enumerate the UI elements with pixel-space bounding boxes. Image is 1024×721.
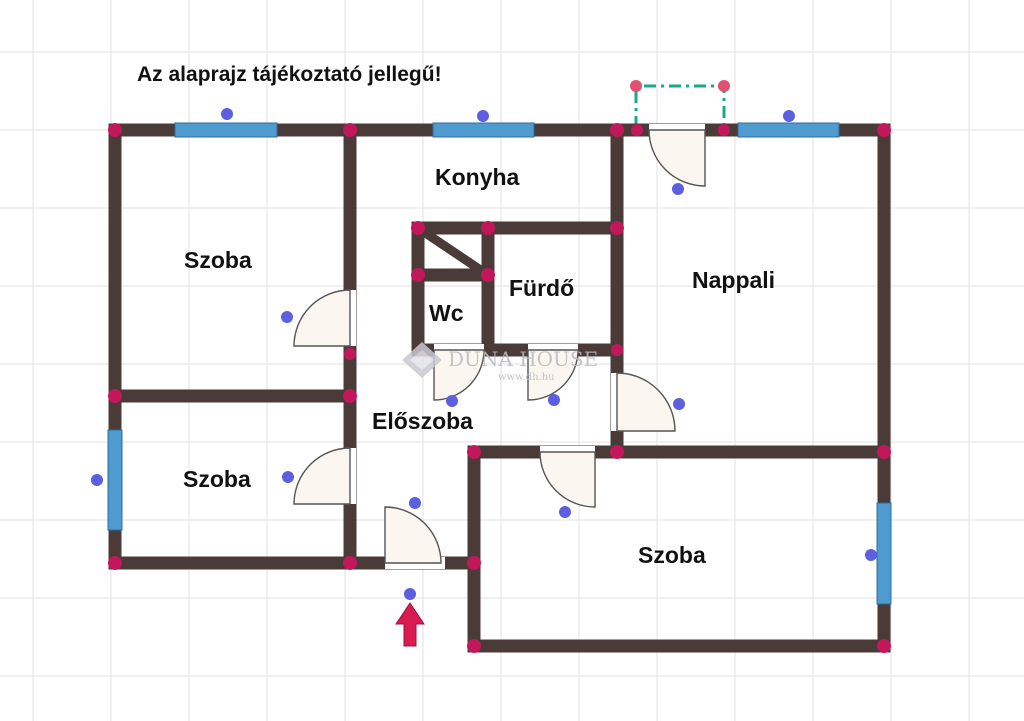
wall-node[interactable]: [610, 445, 624, 459]
room-label-szoba-top-left: Szoba: [184, 247, 252, 273]
room-label-furdo: Fürdő: [509, 275, 574, 301]
room-label-eloszoba: Előszoba: [372, 408, 473, 434]
door-swing[interactable]: [527, 349, 579, 401]
door-swing[interactable]: [293, 289, 351, 347]
plan-title: Az alaprajz tájékoztató jellegű!: [137, 63, 442, 86]
window-handle[interactable]: [783, 110, 795, 122]
window[interactable]: [737, 122, 840, 138]
wall-node[interactable]: [877, 639, 891, 653]
wall-node[interactable]: [877, 445, 891, 459]
balcony-node[interactable]: [718, 80, 730, 92]
window[interactable]: [107, 429, 123, 531]
balcony-node[interactable]: [630, 80, 642, 92]
door-swing[interactable]: [433, 349, 485, 401]
wall-node[interactable]: [877, 123, 891, 137]
wall-shaft-diagonal: [411, 221, 495, 282]
wall-node[interactable]: [467, 556, 481, 570]
door-swing[interactable]: [648, 129, 706, 187]
window-handle[interactable]: [865, 549, 877, 561]
wall-node[interactable]: [343, 123, 357, 137]
door-handle[interactable]: [282, 471, 294, 483]
windows: [107, 122, 892, 605]
wall-node[interactable]: [343, 389, 357, 403]
wall-nodes: [108, 123, 891, 653]
balcony-outline: [630, 80, 730, 128]
wall-node[interactable]: [344, 348, 356, 360]
door-handle[interactable]: [548, 394, 560, 406]
wall-node[interactable]: [610, 221, 624, 235]
entrance-arrow-icon: [395, 602, 425, 647]
door-swing[interactable]: [293, 447, 351, 505]
wall-node[interactable]: [631, 124, 643, 136]
window[interactable]: [174, 122, 278, 138]
window-handle[interactable]: [91, 474, 103, 486]
window[interactable]: [432, 122, 535, 138]
window-handle[interactable]: [477, 110, 489, 122]
door-handle[interactable]: [409, 497, 421, 509]
wall-node[interactable]: [611, 344, 623, 356]
room-label-konyha: Konyha: [435, 164, 520, 190]
wall-node[interactable]: [481, 268, 495, 282]
wall-node[interactable]: [411, 221, 425, 235]
door-swing[interactable]: [384, 506, 442, 564]
wall-node[interactable]: [610, 123, 624, 137]
wall-node[interactable]: [108, 556, 122, 570]
door-handle[interactable]: [559, 506, 571, 518]
wall-node[interactable]: [467, 639, 481, 653]
entrance-handle[interactable]: [404, 588, 416, 600]
room-label-szoba-bottom-left: Szoba: [183, 466, 251, 492]
room-labels: Konyha Szoba Wc Fürdő Nappali Előszoba S…: [183, 164, 775, 568]
door-swing[interactable]: [539, 451, 596, 508]
wall-node[interactable]: [718, 124, 730, 136]
watermark-brand: DUNA HOUSE: [448, 347, 598, 371]
room-label-wc: Wc: [429, 300, 464, 326]
wall-node[interactable]: [481, 221, 495, 235]
door-swing[interactable]: [616, 372, 676, 432]
duna-house-logo-icon: DUNA HOUSE www.dh.hu: [402, 342, 598, 383]
walls: [108, 123, 891, 653]
doors: [293, 129, 706, 564]
room-label-nappali: Nappali: [692, 267, 775, 293]
door-handle[interactable]: [446, 395, 458, 407]
wall-node[interactable]: [411, 268, 425, 282]
wall-node[interactable]: [108, 389, 122, 403]
wall-node[interactable]: [108, 123, 122, 137]
wall-node[interactable]: [343, 556, 357, 570]
door-handle[interactable]: [673, 398, 685, 410]
wall-node[interactable]: [467, 445, 481, 459]
drag-handles: [91, 108, 877, 600]
watermark-url: www.dh.hu: [498, 372, 555, 383]
door-handle[interactable]: [281, 311, 293, 323]
door-handle[interactable]: [672, 183, 684, 195]
window[interactable]: [876, 502, 892, 605]
room-label-szoba-bottom-right: Szoba: [638, 542, 706, 568]
window-handle[interactable]: [221, 108, 233, 120]
